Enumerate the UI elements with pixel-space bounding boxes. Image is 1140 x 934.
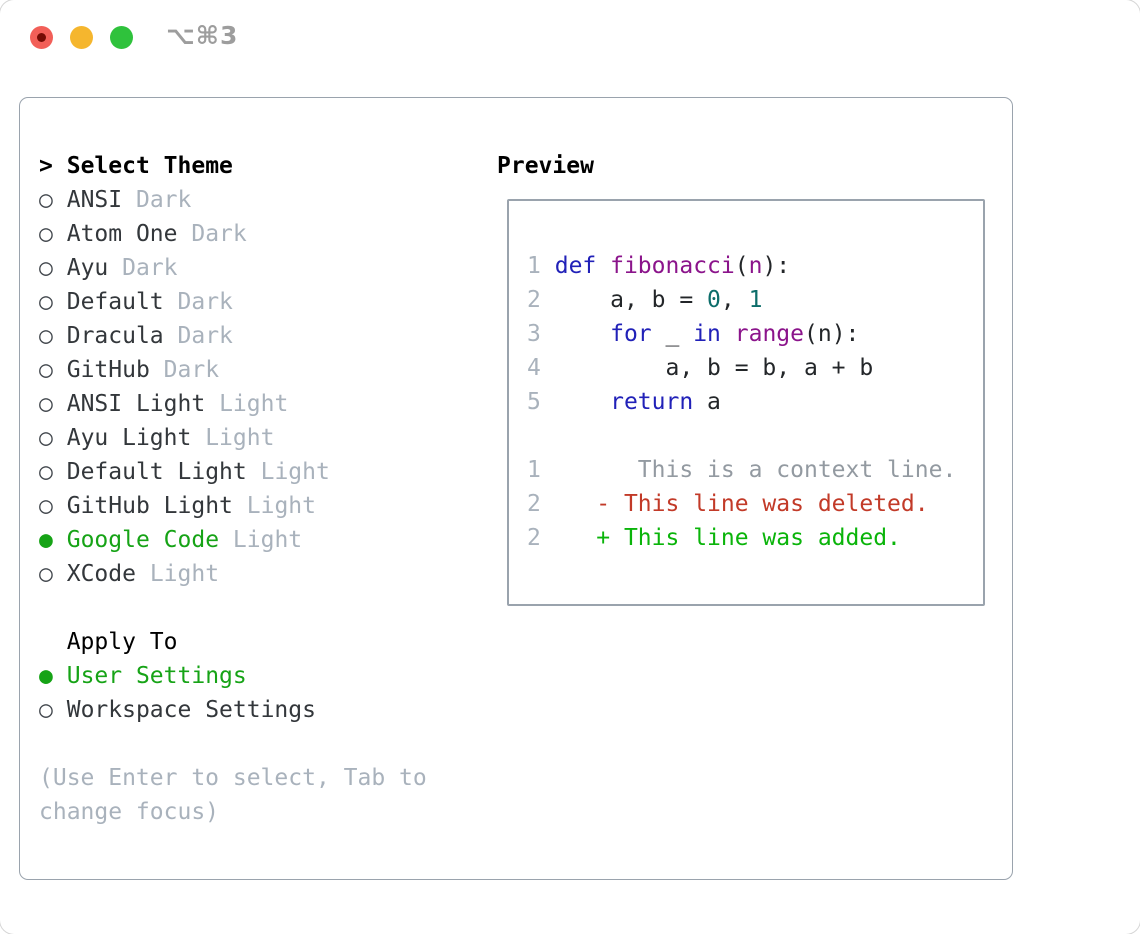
theme-option-ayu[interactable]: ○ Ayu Dark: [39, 251, 427, 285]
preview-pane: 1 def fibonacci(n): 2 a, b = 0, 1 3 for _ …: [507, 199, 985, 606]
hint-line-text: (Use Enter to select, Tab to: [39, 765, 427, 791]
theme-variant: Light: [246, 493, 316, 519]
radio-icon: ○: [39, 425, 53, 451]
theme-option-dracula[interactable]: ○ Dracula Dark: [39, 319, 427, 353]
apply-to-list: ● User Settings○ Workspace Settings: [39, 659, 427, 727]
theme-option-ansi[interactable]: ○ ANSI Dark: [39, 183, 427, 217]
theme-variant: Dark: [177, 323, 233, 349]
theme-name: Default: [66, 289, 164, 315]
focus-marker-icon: >: [39, 153, 53, 179]
theme-option-google-code[interactable]: ● Google Code Light: [39, 523, 427, 557]
hint-line: change focus): [39, 795, 427, 829]
code-line: 5 return a: [527, 389, 721, 415]
theme-name: GitHub Light: [66, 493, 233, 519]
line-number: 2: [527, 525, 541, 551]
theme-name: Atom One: [66, 221, 178, 247]
theme-variant: Light: [260, 459, 330, 485]
diff-line-added: 2 + This line was added.: [527, 525, 901, 551]
theme-name: GitHub: [66, 357, 150, 383]
radio-icon: ●: [39, 663, 53, 689]
radio-icon: ○: [39, 221, 53, 247]
hint-line: (Use Enter to select, Tab to: [39, 761, 427, 795]
theme-name: Google Code: [66, 527, 220, 553]
apply-option-workspace-settings[interactable]: ○ Workspace Settings: [39, 693, 427, 727]
theme-option-default[interactable]: ○ Default Dark: [39, 285, 427, 319]
theme-variant: Light: [232, 527, 303, 553]
radio-icon: ○: [39, 493, 53, 519]
theme-variant: Light: [205, 425, 275, 451]
radio-icon: ○: [39, 561, 53, 587]
theme-variant: Light: [149, 561, 220, 587]
theme-name: Ayu Light: [66, 425, 192, 451]
theme-name: Dracula: [66, 323, 164, 349]
theme-variant: Dark: [135, 187, 192, 213]
radio-icon: ○: [39, 697, 53, 723]
titlebar: ⌥⌘3: [0, 0, 1140, 74]
app-panel: > Select Theme ○ ANSI Dark○ Atom One Dar…: [19, 97, 1013, 880]
theme-variant: Dark: [163, 357, 220, 383]
theme-name: ANSI Light: [66, 391, 206, 417]
apply-option-label: Workspace Settings: [66, 697, 316, 723]
line-number: 1: [527, 457, 541, 483]
theme-name: Ayu: [66, 255, 109, 281]
theme-name: ANSI: [66, 187, 123, 213]
theme-option-default-light[interactable]: ○ Default Light Light: [39, 455, 427, 489]
line-number: 3: [527, 321, 541, 347]
theme-list: ○ ANSI Dark○ Atom One Dark○ Ayu Dark○ De…: [39, 183, 427, 591]
radio-icon: ○: [39, 357, 53, 383]
preview-content: 1 def fibonacci(n): 2 a, b = 0, 1 3 for _ …: [527, 249, 956, 555]
radio-icon: ○: [39, 323, 53, 349]
theme-name: Default Light: [66, 459, 247, 485]
window-title: ⌥⌘3: [166, 21, 239, 50]
theme-variant: Dark: [122, 255, 178, 281]
line-number: 2: [527, 287, 541, 313]
spacer: [39, 591, 427, 625]
radio-icon: ○: [39, 289, 53, 315]
select-theme-label: Select Theme: [66, 153, 233, 179]
spacer: [527, 419, 956, 453]
theme-name: XCode: [66, 561, 136, 587]
minimize-button[interactable]: [70, 26, 93, 49]
code-line: 1 def fibonacci(n):: [527, 253, 791, 279]
theme-variant: Dark: [177, 289, 233, 315]
radio-icon: ○: [39, 187, 53, 213]
line-number: 5: [527, 389, 541, 415]
theme-option-atom-one[interactable]: ○ Atom One Dark: [39, 217, 427, 251]
radio-icon: ●: [39, 527, 53, 553]
radio-icon: ○: [39, 255, 53, 281]
theme-option-ansi-light[interactable]: ○ ANSI Light Light: [39, 387, 427, 421]
code-line: 2 a, b = 0, 1: [527, 287, 763, 313]
code-line: 3 for _ in range(n):: [527, 321, 860, 347]
preview-header: Preview: [497, 153, 594, 179]
line-number: 2: [527, 491, 541, 517]
spacer: [39, 727, 427, 761]
apply-option-label: User Settings: [66, 663, 247, 689]
hint-line-text: change focus): [39, 799, 220, 825]
code-line: 4 a, b = b, a + b: [527, 355, 874, 381]
radio-icon: ○: [39, 459, 53, 485]
line-number: 1: [527, 253, 541, 279]
theme-variant: Dark: [191, 221, 247, 247]
select-theme-header: > Select Theme: [39, 149, 427, 183]
apply-option-user-settings[interactable]: ● User Settings: [39, 659, 427, 693]
radio-icon: ○: [39, 391, 53, 417]
theme-picker: > Select Theme ○ ANSI Dark○ Atom One Dar…: [39, 149, 427, 829]
diff-line-deleted: 2 - This line was deleted.: [527, 491, 929, 517]
diff-line-context: 1 This is a context line.: [527, 457, 957, 483]
hint-text: (Use Enter to select, Tab to change focus…: [39, 761, 427, 829]
apply-to-header: Apply To: [66, 629, 178, 655]
theme-variant: Light: [219, 391, 289, 417]
theme-option-xcode[interactable]: ○ XCode Light: [39, 557, 427, 591]
zoom-button[interactable]: [110, 26, 133, 49]
close-button[interactable]: [30, 26, 53, 49]
line-number: 4: [527, 355, 541, 381]
theme-option-github-light[interactable]: ○ GitHub Light Light: [39, 489, 427, 523]
theme-option-github[interactable]: ○ GitHub Dark: [39, 353, 427, 387]
theme-option-ayu-light[interactable]: ○ Ayu Light Light: [39, 421, 427, 455]
